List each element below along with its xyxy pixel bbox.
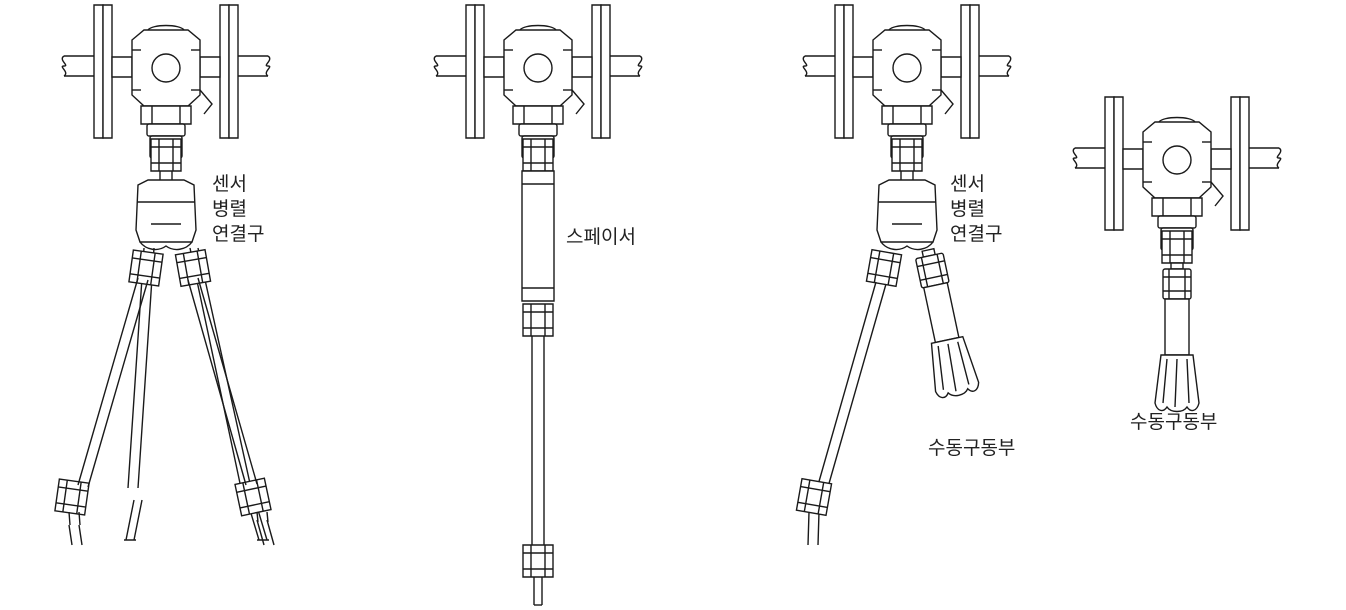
label-line: 병렬 <box>950 198 985 220</box>
figure-manual-actuator <box>1072 96 1282 413</box>
label-line: 센서 <box>950 173 985 195</box>
figure-sensor-parallel-connector <box>54 4 274 545</box>
label-line: 센서 <box>212 173 247 195</box>
label-spacer: 스페이서 <box>566 226 636 248</box>
label-manual-actuator-2: 수동구동부 <box>1130 411 1218 433</box>
label-line: 연결구 <box>950 223 1003 245</box>
label-manual-actuator: 수동구동부 <box>928 437 1016 459</box>
label-sensor-parallel-connector-2: 센서 병렬 연결구 <box>950 172 1002 247</box>
figure-connector-with-manual-actuator <box>795 4 1012 545</box>
label-sensor-parallel-connector: 센서 병렬 연결구 <box>212 172 264 247</box>
label-line: 연결구 <box>212 223 265 245</box>
figure-spacer <box>433 4 643 605</box>
label-line: 병렬 <box>212 198 247 220</box>
